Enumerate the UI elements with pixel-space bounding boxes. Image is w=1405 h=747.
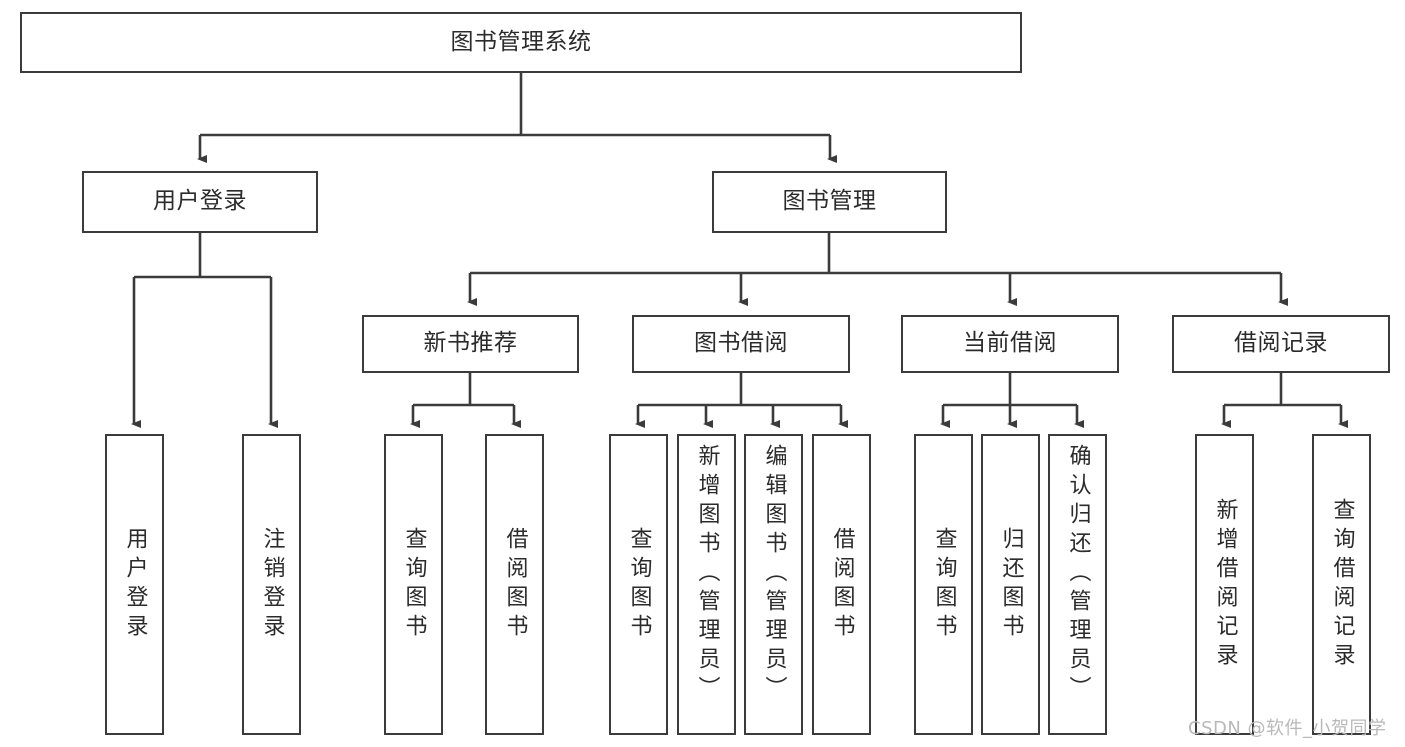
node-label: 查询图书: [401, 526, 427, 643]
node-book-management[interactable]: 图书管理: [712, 171, 947, 233]
leaf-current-query-book[interactable]: 查询图书: [914, 434, 973, 735]
node-label: 编辑图书（管理员）: [761, 444, 787, 705]
leaf-borrow-add-book-admin[interactable]: 新增图书（管理员）: [677, 434, 736, 735]
watermark-text: CSDN @软件_小贺同学: [1188, 718, 1387, 739]
leaf-record-query-record[interactable]: 查询借阅记录: [1312, 434, 1371, 735]
node-borrow-record[interactable]: 借阅记录: [1172, 315, 1390, 373]
node-label: 确认归还（管理员）: [1065, 444, 1091, 705]
leaf-borrow-borrow-book[interactable]: 借阅图书: [812, 434, 871, 735]
node-label: 用户登录: [122, 526, 148, 643]
node-new-book-recommend[interactable]: 新书推荐: [362, 315, 579, 373]
node-label: 查询图书: [931, 526, 957, 643]
leaf-recommend-query-book[interactable]: 查询图书: [384, 434, 443, 735]
node-current-borrow[interactable]: 当前借阅: [901, 315, 1119, 373]
node-label: 查询借阅记录: [1329, 497, 1355, 672]
node-label: 新增图书（管理员）: [694, 444, 720, 705]
leaf-recommend-borrow-book[interactable]: 借阅图书: [485, 434, 544, 735]
node-book-borrow[interactable]: 图书借阅: [632, 315, 850, 373]
node-label: 借阅图书: [829, 526, 855, 643]
leaf-current-confirm-return-admin[interactable]: 确认归还（管理员）: [1048, 434, 1107, 735]
node-user-login[interactable]: 用户登录: [82, 171, 318, 233]
leaf-user-login-logout[interactable]: 注销登录: [242, 434, 301, 735]
node-root-system[interactable]: 图书管理系统: [20, 12, 1022, 73]
leaf-current-return-book[interactable]: 归还图书: [981, 434, 1040, 735]
node-label: 图书管理: [782, 188, 877, 215]
node-label: 新增借阅记录: [1212, 497, 1238, 672]
leaf-record-add-record[interactable]: 新增借阅记录: [1195, 434, 1254, 735]
node-label: 借阅记录: [1234, 330, 1328, 357]
node-label: 用户登录: [153, 188, 247, 215]
node-label: 归还图书: [998, 526, 1024, 643]
node-label: 借阅图书: [502, 526, 528, 643]
leaf-user-login-login[interactable]: 用户登录: [105, 434, 164, 735]
leaf-borrow-edit-book-admin[interactable]: 编辑图书（管理员）: [744, 434, 803, 735]
node-label: 图书借阅: [694, 330, 788, 357]
node-label: 查询图书: [626, 526, 652, 643]
node-label: 当前借阅: [963, 330, 1057, 357]
leaf-borrow-query-book[interactable]: 查询图书: [609, 434, 668, 735]
node-label: 新书推荐: [423, 330, 518, 357]
node-label: 注销登录: [259, 526, 285, 643]
node-label: 图书管理系统: [450, 28, 592, 55]
